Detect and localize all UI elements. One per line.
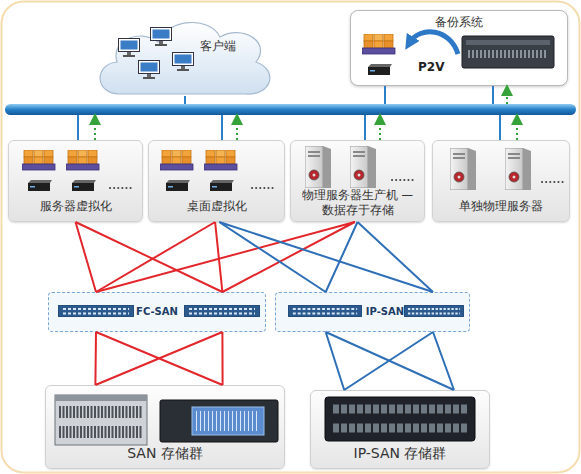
box-label: 服务器虚拟化	[9, 198, 142, 215]
storage-box: IP-SAN 存储群	[310, 390, 490, 469]
client-cloud: 客户端	[90, 12, 275, 102]
storage-label: IP-SAN 存储群	[311, 445, 489, 463]
box-label: 物理服务器生产机 —数据存于存储	[291, 188, 424, 218]
storage-box: SAN 存储群	[45, 385, 285, 469]
client-label: 客户端	[200, 38, 236, 55]
backup-flow-arrows	[95, 90, 517, 140]
link-line	[326, 332, 454, 390]
network-bus	[5, 104, 576, 115]
conversion-label: P2V	[418, 60, 444, 74]
box-label: 单独物理服务器	[433, 198, 569, 215]
link-line	[96, 222, 222, 292]
link-line	[219, 222, 433, 292]
server-group-box: 单独物理服务器	[432, 140, 570, 222]
server-group-box: 桌面虚拟化	[148, 140, 285, 222]
cloud-shape	[90, 12, 275, 102]
link-line	[76, 222, 223, 292]
backup-system-box: 备份系统	[350, 10, 568, 86]
server-group-box: 服务器虚拟化	[8, 140, 143, 222]
server-group-box: 物理服务器生产机 —数据存于存储	[290, 140, 425, 222]
box-label: 桌面虚拟化	[149, 198, 284, 215]
link-line	[95, 332, 222, 385]
group-label: IP-SAN	[360, 306, 410, 317]
switch-group: FC-SAN	[48, 292, 266, 332]
group-label: FC-SAN	[49, 306, 265, 317]
box-title: 备份系统	[351, 14, 567, 31]
link-line	[96, 222, 355, 292]
switch-group: IP-SAN	[275, 292, 470, 332]
storage-label: SAN 存储群	[46, 445, 284, 463]
link-line	[326, 222, 433, 292]
